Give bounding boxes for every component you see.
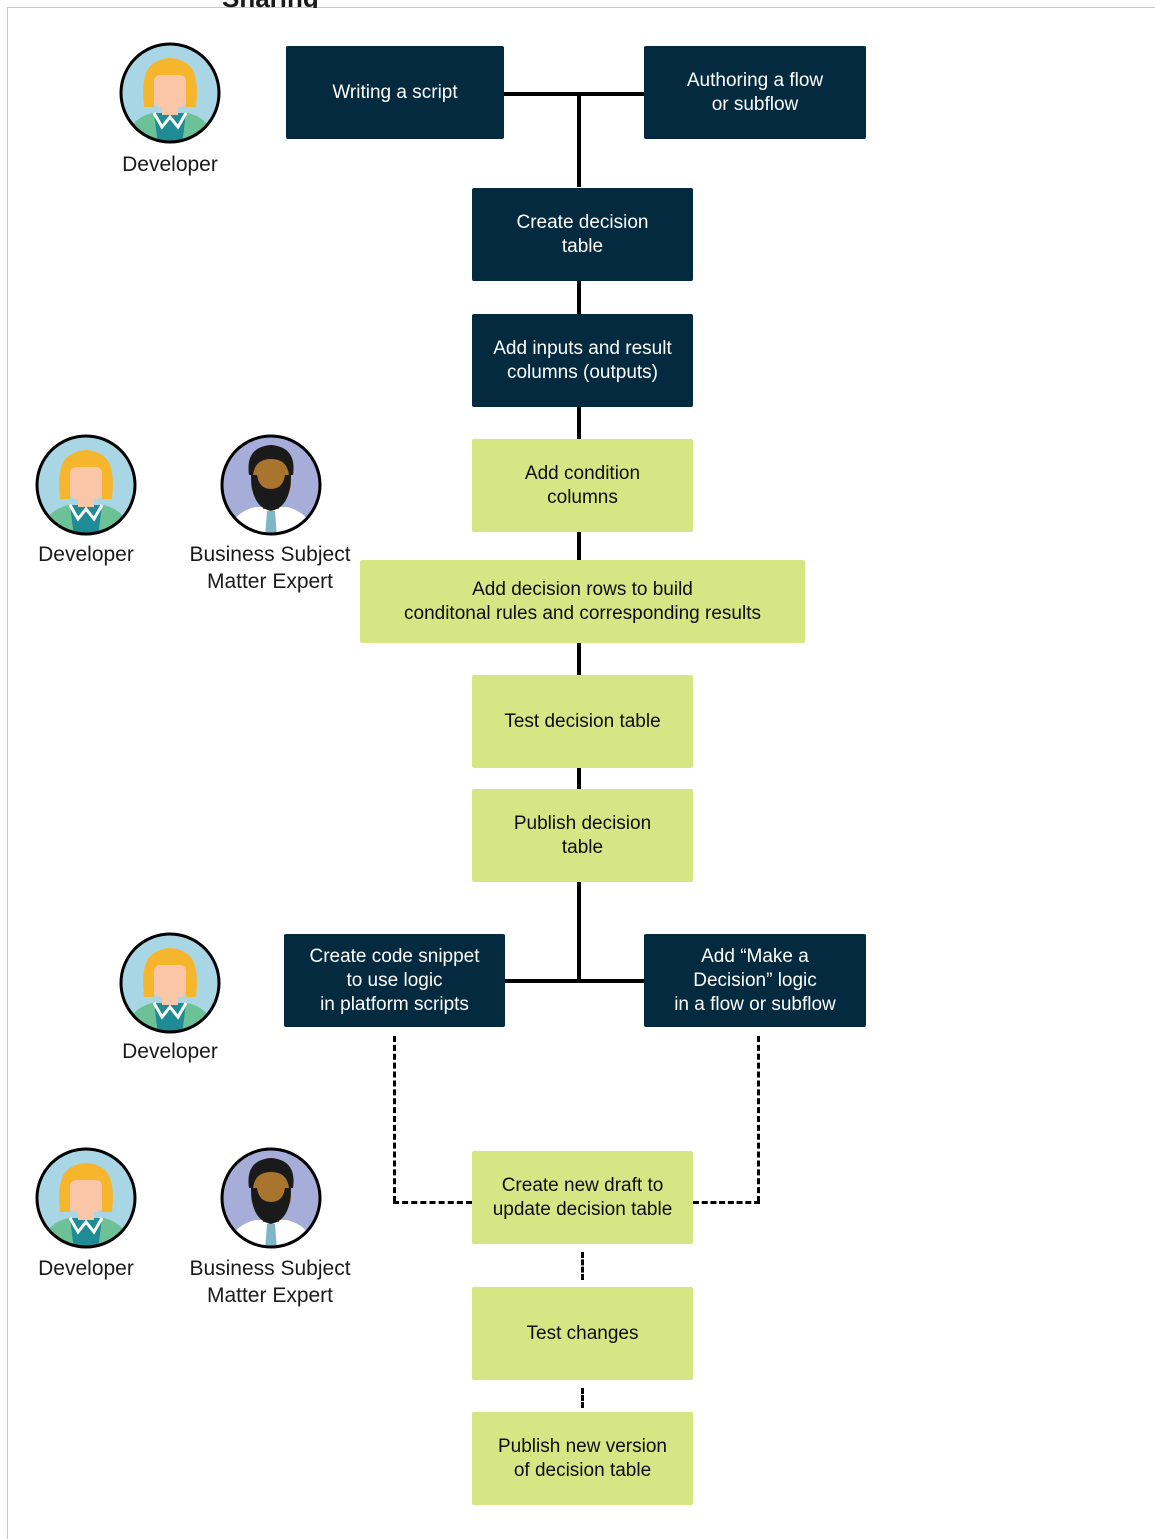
dashed-connector-test-publish: [581, 1388, 584, 1408]
connector-rows-test: [577, 643, 581, 675]
step-publish-new-version: Publish new version of decision table: [472, 1412, 693, 1505]
connector-top-vertical: [577, 94, 581, 187]
connector-top-horizontal: [503, 92, 645, 96]
step-test-decision-table: Test decision table: [472, 675, 693, 768]
developer-label: Developer: [38, 1257, 134, 1280]
dashed-connector-left-vertical: [393, 1036, 396, 1202]
dashed-connector-right-horizontal: [693, 1201, 760, 1204]
developer-label: Developer: [122, 1040, 218, 1063]
developer-label: Developer: [38, 543, 134, 566]
connector-test-publish: [577, 768, 581, 789]
step-authoring-flow: Authoring a flow or subflow: [644, 46, 866, 139]
developer-label: Developer: [122, 153, 218, 176]
dashed-connector-draft-test: [581, 1252, 584, 1280]
step-publish-decision-table: Publish decision table: [472, 789, 693, 882]
connector-branch-horizontal: [505, 979, 645, 983]
developer-avatar-icon: [118, 41, 222, 145]
step-create-decision-table: Create decision table: [472, 188, 693, 281]
diagram-heading: Sharing: [222, 0, 319, 8]
dashed-connector-left-horizontal: [393, 1201, 472, 1204]
step-create-new-draft: Create new draft to update decision tabl…: [472, 1151, 693, 1244]
step-writing-script: Writing a script: [286, 46, 504, 139]
developer-avatar-icon: [34, 1146, 138, 1250]
step-add-condition-columns: Add condition columns: [472, 439, 693, 532]
step-add-make-decision: Add “Make a Decision” logic in a flow or…: [644, 934, 866, 1027]
developer-avatar-icon: [118, 931, 222, 1035]
step-test-changes: Test changes: [472, 1287, 693, 1380]
connector-inputs-conditions: [577, 407, 581, 439]
step-create-code-snippet: Create code snippet to use logic in plat…: [284, 934, 505, 1027]
business-expert-avatar-icon: [219, 433, 323, 537]
connector-publish-branch: [577, 882, 581, 981]
connector-create-inputs: [577, 281, 581, 314]
step-add-inputs-results: Add inputs and result columns (outputs): [472, 314, 693, 407]
step-add-decision-rows: Add decision rows to build conditonal ru…: [360, 560, 805, 643]
diagram-frame: [7, 7, 1155, 1539]
business-expert-label: Business Subject Matter Expert: [189, 543, 351, 593]
developer-avatar-icon: [34, 433, 138, 537]
connector-conditions-rows: [577, 532, 581, 560]
business-expert-avatar-icon: [219, 1146, 323, 1250]
business-expert-label: Business Subject Matter Expert: [189, 1257, 351, 1307]
dashed-connector-right-vertical: [757, 1036, 760, 1202]
